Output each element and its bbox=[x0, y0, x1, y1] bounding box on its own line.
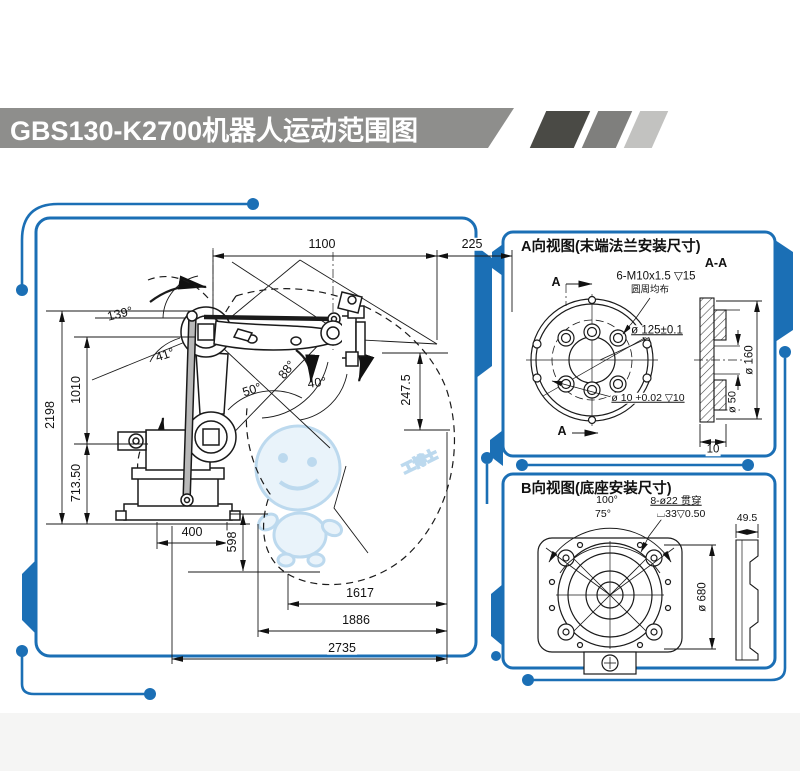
dim-label-top-2: 225 bbox=[460, 236, 484, 251]
dim-label-mid: 247.5 bbox=[398, 373, 413, 407]
angle-label-100: 100° bbox=[595, 493, 619, 506]
dimension-lines bbox=[46, 250, 513, 664]
dim-label-base-width: 49.5 bbox=[735, 511, 759, 524]
dim-label-left-3: 713.50 bbox=[68, 462, 83, 504]
dim-label-bottom-400: 400 bbox=[180, 524, 204, 539]
callout-bolt-note: 圆周均布 bbox=[629, 284, 671, 296]
watermark-mascot bbox=[254, 424, 344, 568]
dim-label-flange-od: ø 160 bbox=[743, 344, 756, 376]
flange-front-view bbox=[526, 280, 663, 437]
dim-label-left-2: 1010 bbox=[68, 375, 83, 405]
view-arrow-a-bottom: A bbox=[557, 423, 567, 438]
dim-label-base-od: ø 680 bbox=[696, 581, 709, 613]
dim-label-bottom-2735: 2735 bbox=[327, 640, 357, 655]
robot-side-view bbox=[46, 248, 513, 664]
dim-label-flange-bore: ø 50 bbox=[726, 389, 739, 415]
dim-label-bottom-1886: 1886 bbox=[341, 612, 371, 627]
callout-base-counterbore: ⌴33▽0.50 bbox=[655, 507, 707, 520]
footer-strip bbox=[0, 713, 800, 771]
title-banner: GBS130-K2700机器人运动范围图 bbox=[0, 108, 514, 148]
section-label-a-a: A-A bbox=[704, 255, 728, 270]
dim-label-bottom-598: 598 bbox=[224, 530, 239, 554]
angle-label-40: 40° bbox=[306, 374, 328, 391]
angle-label-75: 75° bbox=[594, 507, 612, 520]
page-title: GBS130-K2700机器人运动范围图 bbox=[10, 115, 419, 146]
section-a-a bbox=[694, 297, 762, 447]
base-side-view bbox=[735, 524, 759, 661]
dim-label-pin-hole: ø 10 +0.02 ▽10 bbox=[610, 391, 686, 404]
callout-base-holes: 8-ø22 贯穿 bbox=[649, 494, 703, 507]
view-arrow-a-top: A bbox=[551, 274, 561, 289]
panel-b-title: B向视图(底座安装尺寸) bbox=[521, 481, 672, 497]
callout-bolt-spec: 6-M10x1.5 ▽15 bbox=[615, 270, 697, 283]
dim-label-flange-thickness: 10 bbox=[705, 443, 721, 456]
dim-label-bottom-1617: 1617 bbox=[345, 585, 375, 600]
dim-label-top-1: 1100 bbox=[307, 236, 337, 251]
base-front-view bbox=[537, 515, 716, 675]
dim-label-bolt-circle: ø 125±0.1 bbox=[630, 324, 684, 337]
circuit-decorations bbox=[16, 198, 793, 700]
panel-a-title: A向视图(末端法兰安装尺寸) bbox=[521, 239, 701, 255]
dim-label-left-1: 2198 bbox=[42, 400, 57, 430]
